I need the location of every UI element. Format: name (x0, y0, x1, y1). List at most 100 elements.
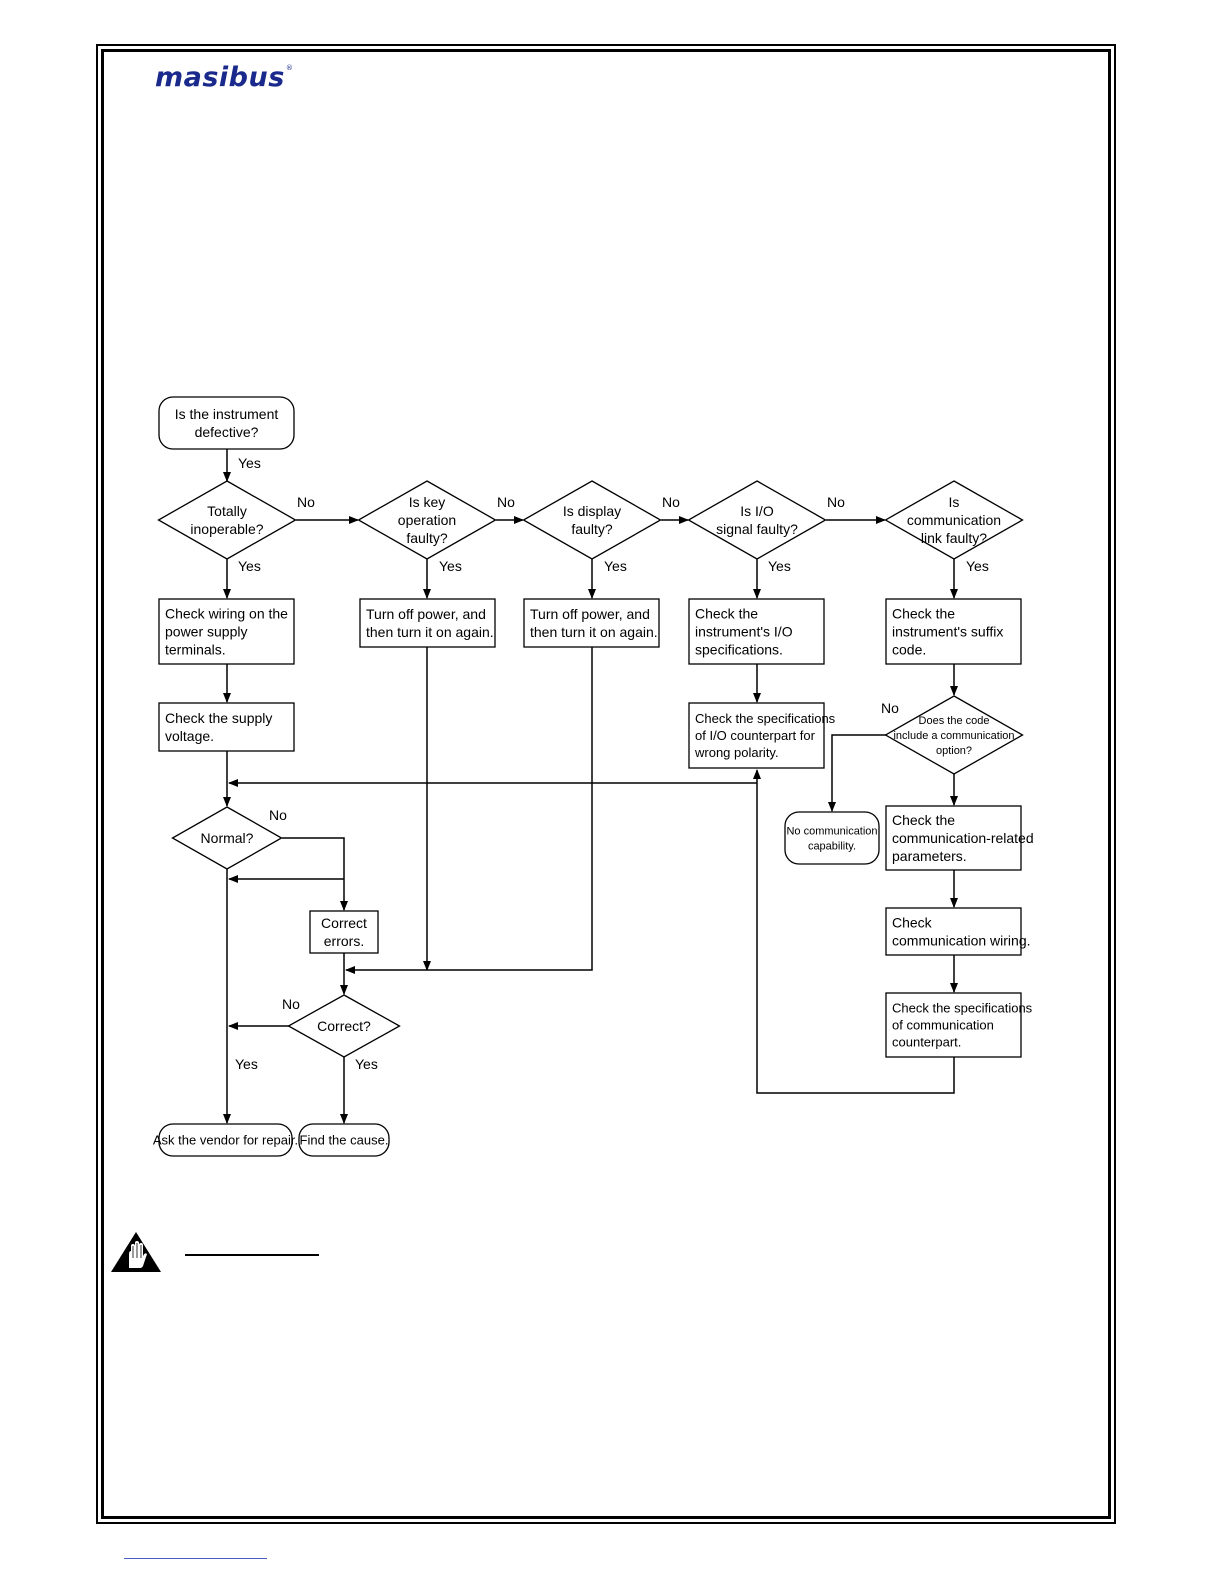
connector-arrow (345, 647, 593, 974)
process-shape (688, 598, 825, 665)
no-label: No (282, 996, 300, 1012)
node-text-line: faulty? (406, 530, 447, 546)
process-shape (885, 907, 1022, 956)
node-text-line: Is the instrument (175, 406, 279, 422)
decision-shape (884, 695, 1024, 775)
node-text-line: Totally (207, 503, 247, 519)
process-shape (523, 598, 660, 648)
terminal-shape (298, 1123, 390, 1157)
node-text-line: Ask the vendor for repair. (153, 1133, 298, 1148)
terminal-shape (158, 1123, 293, 1157)
node-text-line: communication (907, 512, 1001, 528)
node-text-line: Check (892, 914, 933, 930)
connector-arrow (753, 769, 955, 1094)
decision-shape (157, 480, 297, 560)
node-text-line: inoperable? (190, 521, 263, 537)
footer-link-underline (124, 1558, 267, 1559)
decision-shape (357, 480, 497, 560)
node-text-line: Correct (321, 915, 367, 931)
yes-label: Yes (238, 455, 261, 471)
node-text-line: Is I/O (740, 503, 774, 519)
node-text-line: specifications. (695, 641, 783, 657)
node-text-line: Turn off power, and (366, 606, 486, 622)
yes-label: Yes (355, 1056, 378, 1072)
no-label: No (269, 807, 287, 823)
process-shape (158, 598, 295, 665)
node-text-line: power supply (165, 623, 248, 639)
decision-shape (171, 806, 283, 870)
node-text-line: Turn off power, and (530, 606, 650, 622)
node-text-line: Is (949, 494, 960, 510)
node-text-line: parameters. (892, 848, 967, 864)
node-text-line: Is display (563, 503, 621, 519)
node-b-voltage: Check the supply voltage. (158, 702, 295, 752)
node-b-io-counter: Check the specifications of I/O counterpa… (688, 702, 836, 769)
process-shape (309, 910, 379, 954)
no-label: No (297, 494, 315, 510)
page-border-outer (96, 44, 1116, 1524)
node-start: Is the instrument defective? (158, 396, 295, 450)
yes-label: Yes (439, 558, 462, 574)
node-text-line: faulty? (571, 521, 612, 537)
node-text-line: code. (892, 641, 926, 657)
caution-hand-icon (111, 1232, 161, 1272)
node-text-line: of I/O counterpart for (695, 728, 816, 743)
no-label: No (881, 700, 899, 716)
node-text-line: operation (398, 512, 456, 528)
node-text-line: Check the specifications (695, 711, 836, 726)
node-text-line: signal faulty? (716, 521, 798, 537)
node-text-line: Find the cause. (300, 1133, 389, 1148)
node-t-nocomm: No communication capability. (784, 811, 880, 865)
logo-text: masibus (155, 62, 285, 93)
node-d-display: Is display faulty? (522, 480, 662, 560)
node-text-line: instrument's I/O (695, 623, 793, 639)
node-text-line: counterpart. (892, 1035, 961, 1050)
node-b-key-power: Turn off power, and then turn it on again… (359, 598, 496, 648)
connector-arrow (828, 734, 886, 812)
node-text-line: wrong polarity. (694, 745, 779, 760)
masibus-logo: masibus® (155, 62, 293, 93)
node-text-line: then turn it on again. (530, 624, 658, 640)
process-shape (885, 992, 1022, 1058)
node-text-line: Normal? (201, 830, 254, 846)
node-text-line: capability. (808, 840, 856, 852)
node-d-inoperable: Totally inoperable? (157, 480, 297, 560)
node-text-line: Check wiring on the (165, 605, 288, 621)
node-text-line: defective? (195, 424, 259, 440)
decision-shape (687, 480, 827, 560)
node-text-line: Check the supply (165, 710, 272, 726)
node-text-line: errors. (324, 933, 364, 949)
node-b-comm-counter: Check the specifications of communication… (885, 992, 1033, 1058)
node-t-vendor: Ask the vendor for repair. (153, 1123, 298, 1157)
process-shape (885, 598, 1022, 665)
node-text-line: then turn it on again. (366, 624, 494, 640)
yes-label: Yes (768, 558, 791, 574)
node-b-disp-power: Turn off power, and then turn it on again… (523, 598, 660, 648)
node-text-line: include a communication (893, 730, 1014, 742)
node-t-cause: Find the cause. (298, 1123, 390, 1157)
terminal-shape (158, 396, 295, 450)
yes-label: Yes (238, 558, 261, 574)
registered-mark: ® (285, 64, 294, 72)
node-b-wiring: Check wiring on the power supply terminals… (158, 598, 295, 665)
no-label: No (827, 494, 845, 510)
process-shape (158, 702, 295, 752)
node-text-line: No communication (786, 825, 877, 837)
process-shape (359, 598, 496, 648)
decision-shape (884, 480, 1024, 560)
page-border-inner (101, 49, 1111, 1519)
process-shape (688, 702, 825, 769)
connector-arrow (282, 837, 348, 911)
node-text-line: of communication (892, 1018, 994, 1033)
node-text-line: option? (936, 745, 972, 757)
node-text-line: link faulty? (921, 530, 987, 546)
node-text-line: voltage. (165, 728, 214, 744)
yes-label: Yes (235, 1056, 258, 1072)
node-text-line: communication-related (892, 830, 1034, 846)
node-text-line: Check the specifications (892, 1001, 1033, 1016)
node-text-line: terminals. (165, 641, 226, 657)
